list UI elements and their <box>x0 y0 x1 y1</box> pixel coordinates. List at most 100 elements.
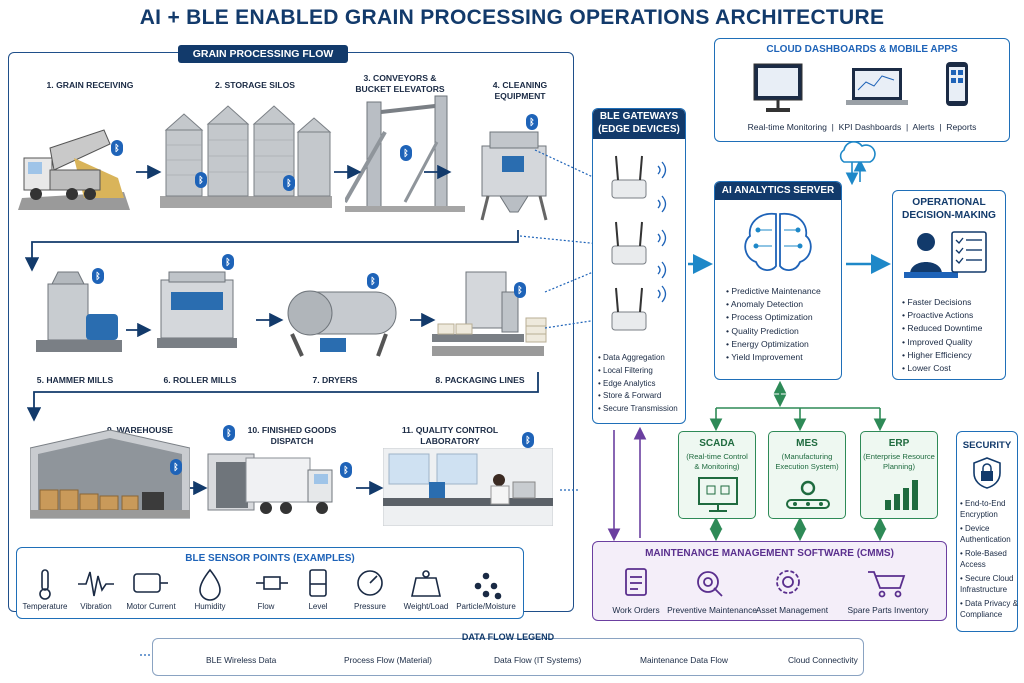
particle-icon <box>474 572 502 600</box>
mes-gear-conveyor-icon <box>786 480 830 509</box>
step-label-hammer-mills: 5. HAMMER MILLS <box>36 375 114 385</box>
cleaning-equipment-illustration <box>480 131 548 221</box>
mes-subtitle-1: (Manufacturing <box>781 452 833 461</box>
sensor-flow: Flow <box>257 602 275 611</box>
mes-title: MES <box>796 438 818 449</box>
erp-subtitle-2: Planning) <box>882 462 916 471</box>
ble-gateways-subheader: (EDGE DEVICES) <box>598 124 680 135</box>
security-features: End-to-End EncryptionDevice Authenticati… <box>960 499 1018 624</box>
bluetooth-icon: ᛒ <box>367 273 379 289</box>
asset-gear-icon <box>776 570 800 594</box>
level-icon <box>309 569 327 597</box>
sensor-icons <box>39 568 502 601</box>
dispatch-truck-illustration <box>207 453 333 514</box>
ble-gateways-header: BLE GATEWAYS <box>599 111 679 122</box>
laptop-icon <box>846 68 908 105</box>
legend-it: Data Flow (IT Systems) <box>494 655 582 665</box>
security-header: SECURITY <box>962 440 1012 451</box>
erp-bar-chart-icon <box>885 480 918 510</box>
sensor-pressure: Pressure <box>353 602 386 611</box>
ai-analytics-header: AI ANALYTICS SERVER <box>721 185 835 196</box>
work-order-icon <box>625 568 647 596</box>
step-label-dispatch-1: 10. FINISHED GOODS <box>247 425 337 435</box>
sensor-particle: Particle/Moisture <box>456 602 516 611</box>
roller-mill-illustration <box>157 271 237 348</box>
flow-icon <box>256 576 288 590</box>
legend-cloud: Cloud Connectivity <box>788 655 858 665</box>
grain-flow-header: GRAIN PROCESSING FLOW <box>178 45 348 63</box>
step-label-packaging: 8. PACKAGING LINES <box>435 375 525 385</box>
bluetooth-icon: ᛒ <box>514 282 526 298</box>
bluetooth-icon: ᛒ <box>111 140 123 156</box>
scada-title: SCADA <box>699 438 735 449</box>
bluetooth-icon: ᛒ <box>222 254 234 270</box>
thermometer-icon <box>39 569 51 600</box>
bluetooth-icon: ᛒ <box>170 459 182 475</box>
sensor-points-header: BLE SENSOR POINTS (EXAMPLES) <box>185 553 355 564</box>
sensor-weight: Weight/Load <box>403 602 449 611</box>
cmms-asset-management: Asset Management <box>755 605 829 615</box>
cloud-dashboards-header: CLOUD DASHBOARDS & MOBILE APPS <box>766 44 958 55</box>
operational-header-1: OPERATIONAL <box>912 197 986 208</box>
step-label-conveyors-2: BUCKET ELEVATORS <box>355 84 445 94</box>
scada-monitor-icon <box>698 477 738 512</box>
cmms-icons <box>625 568 906 598</box>
step-label-roller-mills: 6. ROLLER MILLS <box>163 375 237 385</box>
sensor-humidity: Humidity <box>194 602 226 611</box>
bluetooth-icon: ᛒ <box>400 145 412 161</box>
scada-subtitle-1: (Real-time Control <box>686 452 748 461</box>
sensor-vibration: Vibration <box>80 602 112 611</box>
bluetooth-icon: ᛒ <box>195 172 207 188</box>
page-title: AI + BLE ENABLED GRAIN PROCESSING OPERAT… <box>139 6 885 29</box>
step-label-qc-2: LABORATORY <box>420 436 480 446</box>
ai-analytics-header-bg <box>715 182 841 200</box>
wireless-icon <box>657 161 667 303</box>
cmms-work-orders: Work Orders <box>612 605 660 615</box>
legend-ble: BLE Wireless Data <box>206 655 277 665</box>
cart-icon <box>868 571 906 598</box>
bluetooth-icon: ᛒ <box>223 425 235 441</box>
gateway-devices <box>611 155 667 331</box>
step-label-dryers: 7. DRYERS <box>312 375 358 385</box>
erp-box: ERP (Enterprise Resource Planning) <box>860 431 938 519</box>
cloud-icon <box>839 141 876 163</box>
sensor-temperature: Temperature <box>22 602 68 611</box>
packaging-line-illustration <box>432 271 547 356</box>
sensor-motor-current: Motor Current <box>126 602 176 611</box>
operational-header-2: DECISION-MAKING <box>902 210 996 221</box>
motor-icon <box>133 573 168 593</box>
warehouse-illustration <box>30 430 190 519</box>
bluetooth-icon: ᛒ <box>526 114 538 130</box>
wrench-gear-icon <box>697 571 723 597</box>
step-label-conveyors-1: 3. CONVEYORS & <box>363 73 437 83</box>
legend-process: Process Flow (Material) <box>344 655 432 665</box>
dashboard-devices <box>753 62 968 112</box>
cloud-dashboards-caption: Real-time Monitoring | KPI Dashboards | … <box>747 122 977 132</box>
bluetooth-icon: ᛒ <box>92 268 104 284</box>
vibration-icon <box>78 571 114 597</box>
scada-subtitle-2: & Monitoring) <box>694 462 740 471</box>
cmms-header: MAINTENANCE MANAGEMENT SOFTWARE (CMMS) <box>645 548 894 559</box>
hammer-mill-illustration <box>36 271 122 352</box>
qc-lab-illustration <box>383 448 553 526</box>
ble-gateways-header-bg <box>593 109 685 139</box>
sensor-level: Level <box>308 602 328 611</box>
operational-outcomes: Faster DecisionsProactive ActionsReduced… <box>902 296 1006 375</box>
brain-circuit-icon <box>744 212 812 271</box>
mes-box: MES (Manufacturing Execution System) <box>768 431 846 519</box>
conveyor-illustration <box>345 95 465 212</box>
humidity-icon <box>199 568 221 601</box>
silos-illustration <box>160 105 332 208</box>
legend-header: DATA FLOW LEGEND <box>461 632 555 642</box>
mes-subtitle-2: Execution System) <box>775 462 839 471</box>
pressure-icon <box>357 570 383 596</box>
step-label-dispatch-2: DISPATCH <box>270 436 314 446</box>
dryer-illustration <box>287 290 397 357</box>
cmms-spare-parts: Spare Parts Inventory <box>847 605 929 615</box>
weight-icon <box>411 570 441 597</box>
bluetooth-icon: ᛒ <box>340 462 352 478</box>
truck-illustration <box>18 129 130 210</box>
bluetooth-icon: ᛒ <box>522 432 534 448</box>
bluetooth-icon: ᛒ <box>283 175 295 191</box>
gateway-capabilities: Data Aggregation Local Filtering Edge An… <box>598 352 684 416</box>
